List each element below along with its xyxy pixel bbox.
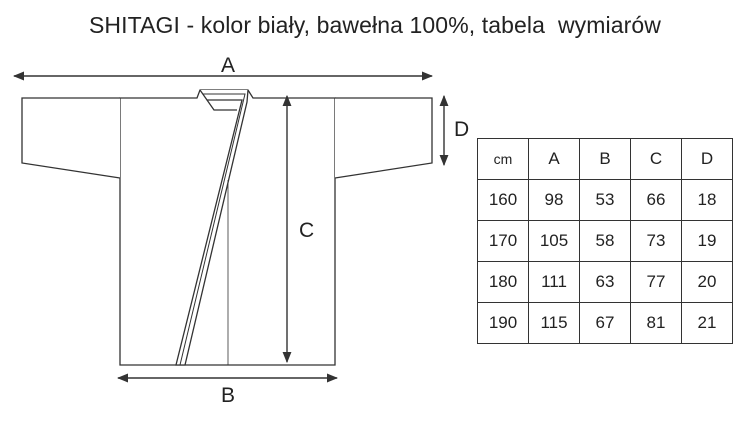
table-header-row: cm A B C D [477,138,733,180]
table-cell: 81 [630,302,682,344]
table-cell: 18 [681,179,733,221]
table-cell: 115 [528,302,580,344]
table-cell: 66 [630,179,682,221]
table-cell: 73 [630,220,682,262]
table-cell: 105 [528,220,580,262]
header-cell-c: C [630,138,682,180]
left-sleeve [21,97,121,179]
table-cell: 67 [579,302,631,344]
jacket-outline [21,89,433,366]
table-cell: 190 [477,302,529,344]
table-row: 160 98 53 66 18 [477,179,733,221]
table-cell: 53 [579,179,631,221]
right-sleeve [334,97,433,179]
collar-stripe [179,93,246,366]
table-cell: 77 [630,261,682,303]
table-cell: 98 [528,179,580,221]
header-cell-d: D [681,138,733,180]
collar-inner [206,99,237,111]
table-row: 180 111 63 77 20 [477,261,733,303]
table-cell: 160 [477,179,529,221]
dimension-a-label: A [221,54,235,77]
jacket-body [119,89,336,366]
dimension-c-label: C [299,219,314,242]
table-cell: 63 [579,261,631,303]
table-cell: 19 [681,220,733,262]
header-cell-a: A [528,138,580,180]
table-row: 190 115 67 81 21 [477,302,733,344]
table-cell: 20 [681,261,733,303]
table-cell: 21 [681,302,733,344]
table-cell: 180 [477,261,529,303]
size-table: cm A B C D 160 98 53 66 18 170 105 58 73… [477,138,733,344]
diagram-title: SHITAGI - kolor biały, bawełna 100%, tab… [88,12,661,38]
table-row: 170 105 58 73 19 [477,220,733,262]
table-cell: 111 [528,261,580,303]
dimension-b-label: B [221,384,235,407]
header-cell-b: B [579,138,631,180]
table-cell: 170 [477,220,529,262]
dimension-d-label: D [454,118,469,141]
table-cell: 58 [579,220,631,262]
header-cell-unit: cm [477,138,529,180]
